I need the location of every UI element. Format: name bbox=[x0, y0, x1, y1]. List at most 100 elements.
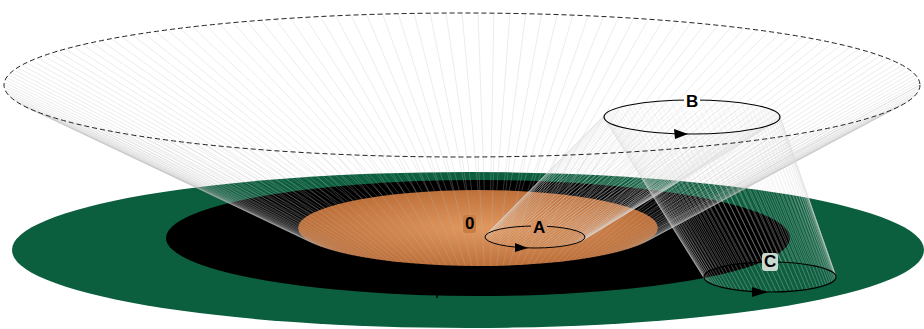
cone-line bbox=[193, 143, 372, 259]
cone-line bbox=[609, 111, 708, 272]
cone-line bbox=[780, 117, 836, 277]
cone-line bbox=[290, 18, 410, 193]
cone-line bbox=[604, 118, 704, 278]
cone-line bbox=[497, 157, 510, 266]
cone-line bbox=[755, 129, 817, 288]
cone-line bbox=[495, 107, 621, 231]
cone-line bbox=[755, 105, 817, 266]
cone-line bbox=[659, 101, 745, 263]
cone-line bbox=[665, 133, 750, 291]
cone-line bbox=[9, 95, 300, 233]
cone-line bbox=[545, 18, 633, 193]
cone-line bbox=[111, 39, 340, 204]
cone-line bbox=[502, 130, 634, 246]
cone-line bbox=[336, 16, 429, 192]
cone-line bbox=[606, 114, 706, 274]
cone-line bbox=[695, 100, 772, 262]
point-label: C bbox=[762, 253, 778, 271]
cone-line bbox=[478, 157, 484, 266]
cone-line bbox=[11, 73, 301, 222]
cone-line bbox=[14, 100, 302, 236]
cone-line bbox=[778, 114, 835, 274]
cone-line bbox=[509, 14, 541, 191]
cone-line bbox=[4, 83, 298, 227]
cone-line bbox=[617, 108, 714, 269]
cone-line bbox=[719, 133, 790, 291]
cone-line bbox=[607, 112, 706, 273]
cone-line bbox=[206, 25, 377, 196]
cone-line bbox=[398, 14, 453, 191]
cone-line bbox=[18, 68, 304, 219]
cone-line bbox=[741, 131, 807, 289]
cone-line bbox=[351, 15, 434, 191]
cone-line bbox=[247, 21, 394, 194]
cone-line bbox=[638, 104, 730, 266]
cone-line bbox=[367, 15, 441, 191]
cone-surface bbox=[4, 13, 920, 266]
cone-line bbox=[522, 15, 573, 191]
cone-line bbox=[642, 56, 880, 213]
cone-line bbox=[780, 117, 836, 277]
cone-line bbox=[677, 100, 759, 262]
cone-line bbox=[767, 108, 826, 269]
cone-line bbox=[144, 137, 353, 256]
cone-line bbox=[653, 102, 741, 264]
cone-line bbox=[261, 20, 399, 194]
cone-line bbox=[383, 14, 447, 191]
cone-line bbox=[4, 85, 298, 228]
cone-line bbox=[219, 24, 382, 196]
cone-line bbox=[713, 101, 786, 263]
cone-line bbox=[122, 37, 345, 203]
arrowhead bbox=[752, 287, 768, 297]
cone-line bbox=[649, 63, 897, 217]
cone-line bbox=[633, 130, 726, 289]
cone-line bbox=[7, 93, 300, 233]
cone-line bbox=[276, 19, 405, 193]
cone-line bbox=[305, 17, 416, 192]
cone-rim bbox=[4, 13, 920, 157]
cone-line bbox=[763, 107, 823, 268]
cone-line bbox=[671, 101, 754, 263]
cone-line bbox=[759, 106, 820, 267]
cone-line bbox=[629, 105, 723, 266]
cone-line bbox=[689, 100, 768, 262]
cone-line bbox=[648, 102, 737, 264]
cone-line bbox=[414, 157, 459, 266]
cone-line bbox=[92, 43, 333, 206]
cone-line bbox=[557, 150, 663, 263]
cone-line bbox=[22, 65, 305, 217]
cone-line bbox=[4, 88, 298, 230]
cone-line bbox=[462, 13, 478, 190]
cone-line bbox=[497, 106, 625, 230]
cone-line bbox=[770, 109, 829, 270]
cone-line bbox=[638, 130, 730, 288]
cone-line bbox=[683, 134, 763, 292]
cone-line bbox=[777, 112, 834, 273]
cone-line bbox=[515, 15, 557, 191]
cone-line bbox=[414, 13, 459, 190]
cone-line bbox=[180, 142, 367, 258]
cone-line bbox=[383, 156, 447, 266]
tick-mark bbox=[436, 290, 438, 298]
cone-line bbox=[497, 13, 510, 190]
point-label: B bbox=[684, 93, 700, 111]
cone-line bbox=[122, 133, 345, 253]
cone-line bbox=[446, 157, 472, 266]
cone-line bbox=[621, 107, 717, 268]
cone-line bbox=[351, 155, 434, 265]
cone-line bbox=[156, 139, 358, 257]
cone-line bbox=[780, 116, 836, 276]
arrowhead bbox=[674, 129, 688, 139]
cone-line bbox=[462, 157, 478, 266]
cone-line bbox=[193, 27, 372, 198]
cone-line bbox=[513, 132, 653, 247]
point-label: 0 bbox=[463, 215, 476, 233]
cone-surface bbox=[604, 100, 836, 292]
cone-line bbox=[18, 102, 304, 237]
cone-line bbox=[336, 154, 429, 264]
cone-lines bbox=[4, 13, 920, 292]
cone-line bbox=[7, 78, 300, 225]
point-label: A bbox=[531, 219, 547, 237]
cone-line bbox=[144, 33, 353, 201]
